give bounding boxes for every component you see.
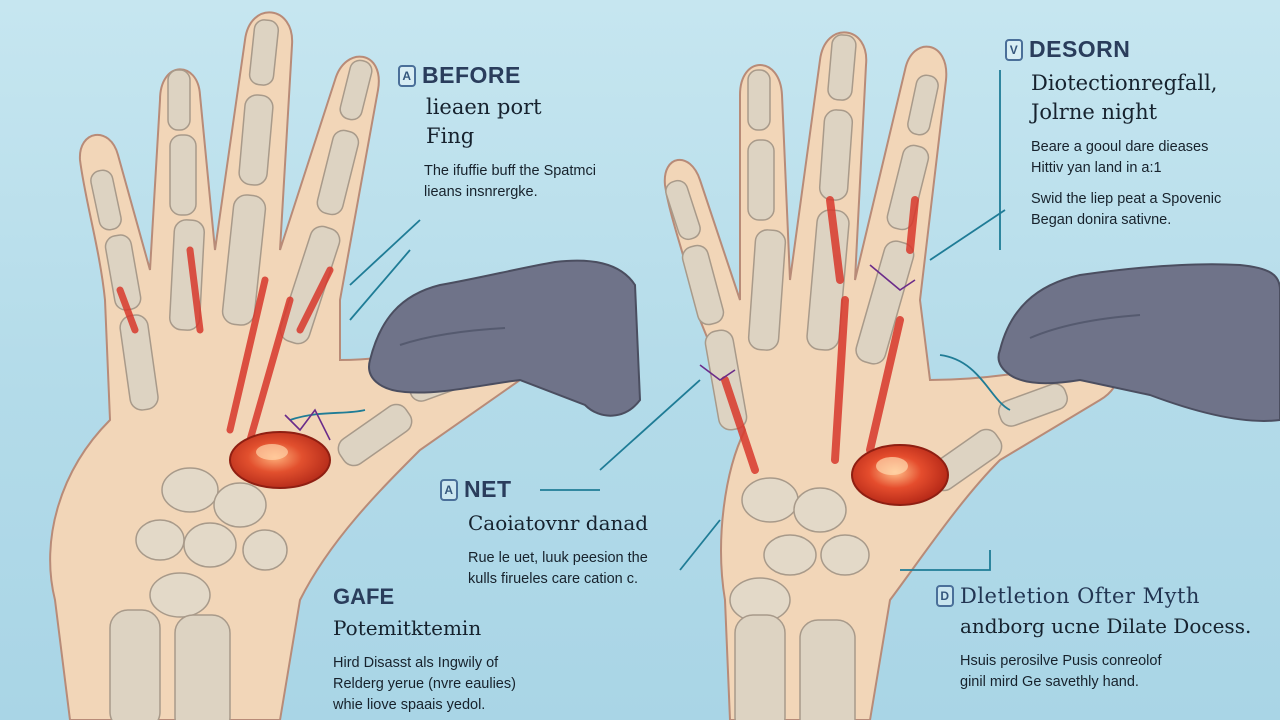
desorn-body: Beare a gooul dare dieases Hittiv yan la…: [1031, 137, 1221, 231]
before-body: The ifuffie buff the Spatmci lieans insn…: [424, 161, 596, 203]
net-badge: A: [440, 478, 458, 501]
gafe-body-line-1: Hird Disasst als Ingwily of: [333, 655, 499, 671]
deletion-heading: D Dletletion Ofter Myth: [936, 584, 1251, 608]
gafe-body-line-2: Relderg yerue (nvre eaulies): [333, 676, 516, 692]
right-lesion-icon: [851, 444, 949, 506]
desorn-body-line-2: Hittiv yan land in a:1: [1031, 160, 1162, 176]
desorn-body-line-3: Swid the liep peat a Spovenic: [1031, 191, 1222, 207]
right-forearm-bones: [734, 614, 856, 720]
net-body-line-1: Rue le uet, luuk peesion the: [468, 550, 648, 566]
before-heading: A BEFORE: [398, 62, 596, 89]
right-inflamed-tendons: [721, 196, 919, 474]
before-subtitle-1: lieaen port: [426, 95, 542, 119]
gafe-subtitle: Potemitktemin: [333, 616, 482, 640]
desorn-panel: V DESORN Diotectionregfall, Jolrne night…: [1005, 36, 1221, 231]
before-body-line-1: The ifuffie buff the Spatmci: [424, 163, 596, 179]
left-inflamed-tendons: [116, 246, 334, 444]
deletion-body-line-1: Hsuis perosilve Pusis conreolof: [960, 653, 1162, 669]
deletion-badge: D: [936, 585, 954, 607]
net-body: Rue le uet, luuk peesion the kulls firue…: [468, 548, 648, 590]
net-panel: A NET Caoiatovnr danad Rue le uet, luuk …: [440, 476, 648, 590]
left-forearm-bones: [109, 609, 231, 720]
callout-pointer-lines: [289, 70, 1011, 571]
before-badge: A: [398, 64, 416, 87]
desorn-subtitle-1: Diotectionregfall,: [1031, 71, 1218, 95]
gafe-title: GAFE: [333, 584, 395, 609]
deletion-body: Hsuis perosilve Pusis conreolof ginil mi…: [960, 651, 1251, 693]
left-finger-bones: [90, 19, 478, 467]
before-title: BEFORE: [422, 62, 521, 88]
left-skeletal-hand-illustration: [49, 11, 541, 720]
deletion-body-line-2: ginil mird Ge savethly hand.: [960, 674, 1139, 690]
desorn-badge: V: [1005, 38, 1023, 61]
gafe-body-line-3: whie liove spaais yedol.: [333, 697, 486, 713]
desorn-subtitle-2: Jolrne night: [1031, 100, 1158, 124]
before-body-line-2: lieans insnrergke.: [424, 184, 538, 200]
deletion-title-1: Dletletion Ofter Myth: [960, 584, 1200, 608]
left-lesion-icon: [229, 431, 331, 489]
desorn-heading: V DESORN: [1005, 36, 1221, 63]
net-body-line-2: kulls firueles care cation c.: [468, 571, 639, 587]
deletion-title-2: andborg ucne Dilate Docess.: [960, 614, 1252, 638]
left-carpal-bones: [135, 467, 288, 618]
gafe-panel: GAFE Potemitktemin Hird Disasst als Ingw…: [333, 584, 516, 716]
desorn-body-line-4: Began donira sativne.: [1031, 212, 1172, 228]
net-heading: A NET: [440, 476, 648, 503]
before-subtitle-2: Fing: [426, 124, 475, 148]
desorn-body-line-1: Beare a gooul dare dieases: [1031, 139, 1209, 155]
nerve-markings: [284, 264, 916, 441]
gafe-body: Hird Disasst als Ingwily of Relderg yeru…: [333, 653, 516, 716]
left-gloved-hand-icon: [368, 259, 642, 417]
before-panel: A BEFORE lieaen port Fing The ifuffie bu…: [398, 62, 596, 203]
net-title: NET: [464, 476, 512, 502]
right-skeletal-hand-illustration: [663, 31, 1120, 720]
net-subtitle: Caoiatovnr danad: [468, 511, 649, 535]
right-carpal-bones: [729, 477, 870, 623]
deletion-panel: D Dletletion Ofter Myth andborg ucne Dil…: [936, 584, 1251, 693]
desorn-title: DESORN: [1029, 36, 1131, 62]
